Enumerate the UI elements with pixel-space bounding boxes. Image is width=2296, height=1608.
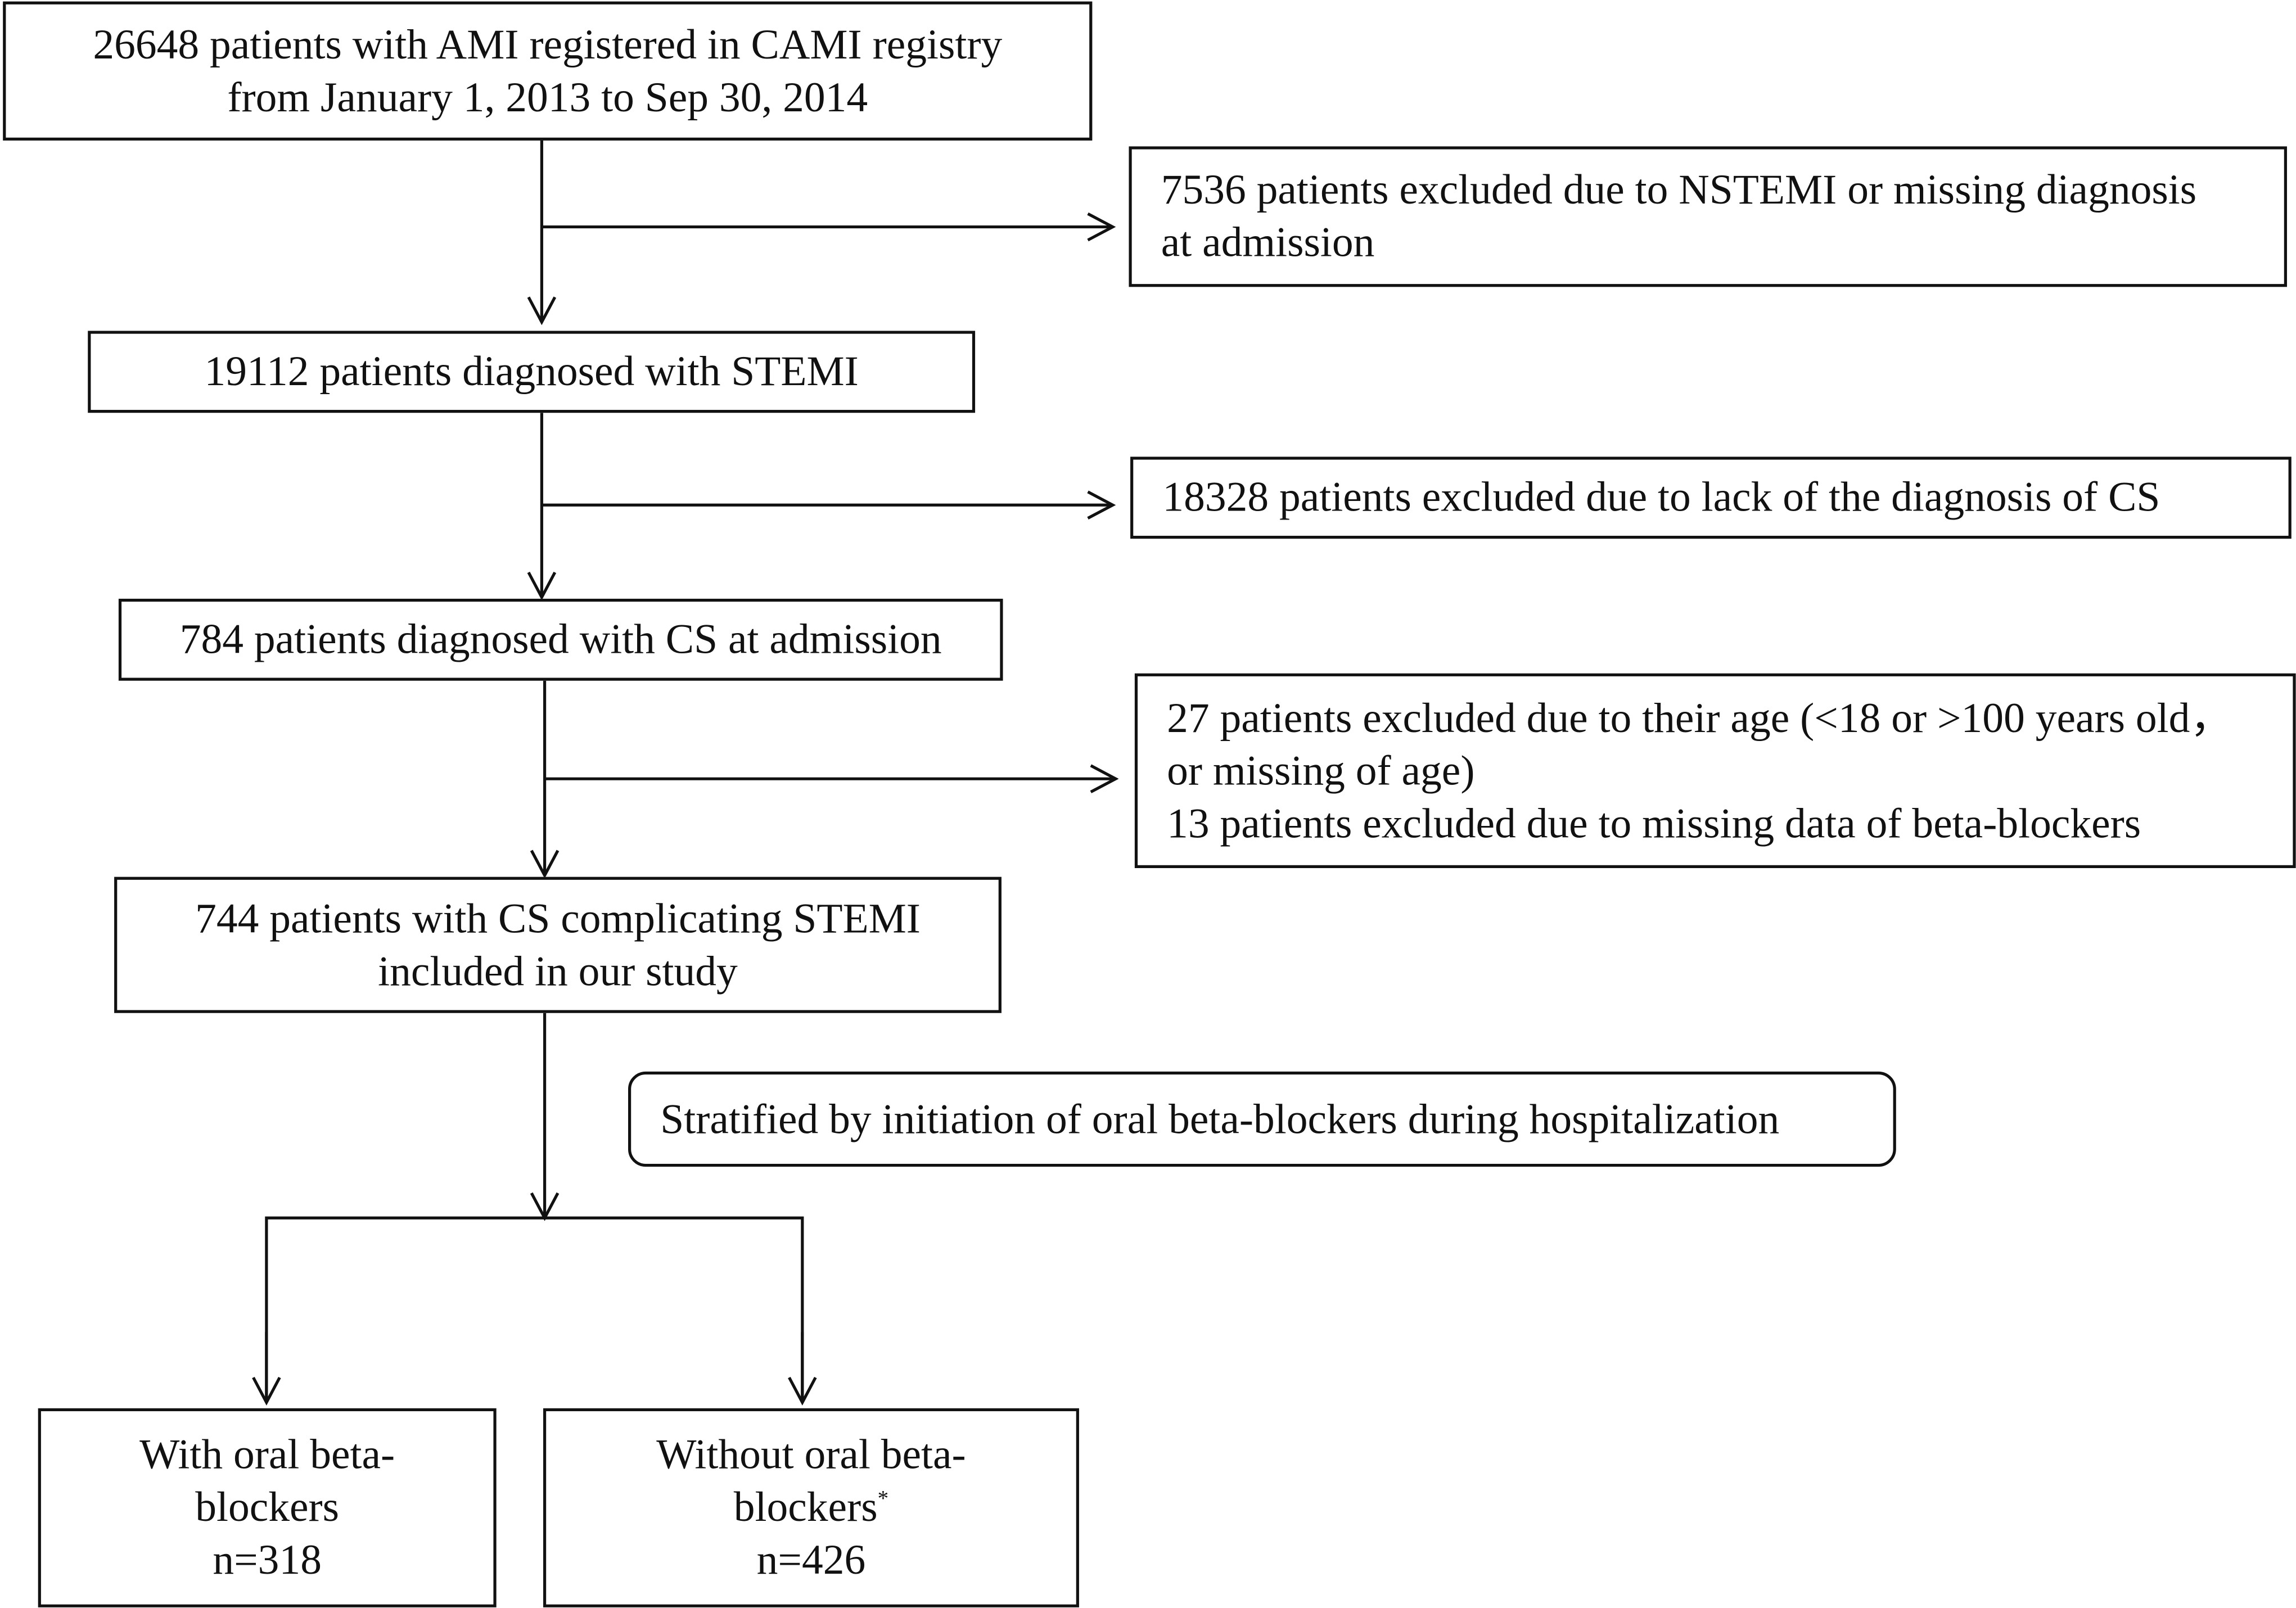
registry-line-1: 26648 patients with AMI registered in CA… <box>93 21 1003 69</box>
excluded-no-cs-box: 18328 patients excluded due to lack of t… <box>1130 457 2292 539</box>
excluded-age-bb-box: 27 patients excluded due to their age (<… <box>1134 673 2296 868</box>
included-box: 744 patients with CS complicating STEMI … <box>114 877 1002 1013</box>
footnote-asterisk: * <box>877 1488 889 1511</box>
with-bb-line-1: With oral beta- <box>139 1431 395 1479</box>
excluded-bb-line-3: 13 patients excluded due to missing data… <box>1167 800 2141 847</box>
stemi-line-1: 19112 patients diagnosed with STEMI <box>204 348 859 395</box>
with-beta-blockers-box: With oral beta- blockers n=318 <box>38 1408 497 1607</box>
without-beta-blockers-box: Without oral beta- blockers* n=426 <box>543 1408 1079 1607</box>
without-bb-word: blockers <box>733 1484 878 1532</box>
without-bb-count: n=426 <box>756 1537 866 1584</box>
excluded-age-line-2: or missing of age) <box>1167 747 1475 794</box>
cs-admission-box: 784 patients diagnosed with CS at admiss… <box>118 598 1003 681</box>
stratified-box: Stratified by initiation of oral beta-bl… <box>628 1071 1896 1167</box>
with-bb-line-2: blockers <box>195 1484 340 1532</box>
split-connector <box>265 1216 804 1403</box>
excluded-nstemi-box: 7536 patients excluded due to NSTEMI or … <box>1129 146 2287 287</box>
excluded-no-cs-line-1: 18328 patients excluded due to lack of t… <box>1162 474 2160 521</box>
excluded-nstemi-line-1: 7536 patients excluded due to NSTEMI or … <box>1161 166 2197 214</box>
stratified-line-1: Stratified by initiation of oral beta-bl… <box>660 1095 1780 1143</box>
excluded-age-line-1: 27 patients excluded due to their age (<… <box>1167 694 2232 742</box>
included-line-2: included in our study <box>378 947 738 995</box>
cs-admission-line-1: 784 patients diagnosed with CS at admiss… <box>179 616 942 663</box>
registry-box: 26648 patients with AMI registered in CA… <box>3 1 1093 141</box>
excluded-nstemi-line-2: at admission <box>1161 219 1375 267</box>
stemi-box: 19112 patients diagnosed with STEMI <box>88 331 976 413</box>
without-bb-line-1: Without oral beta- <box>656 1431 966 1479</box>
registry-line-2: from January 1, 2013 to Sep 30, 2014 <box>227 74 868 121</box>
included-line-1: 744 patients with CS complicating STEMI <box>195 895 921 942</box>
without-bb-line-2: blockers* <box>734 1481 888 1534</box>
with-bb-count: n=318 <box>213 1537 322 1584</box>
